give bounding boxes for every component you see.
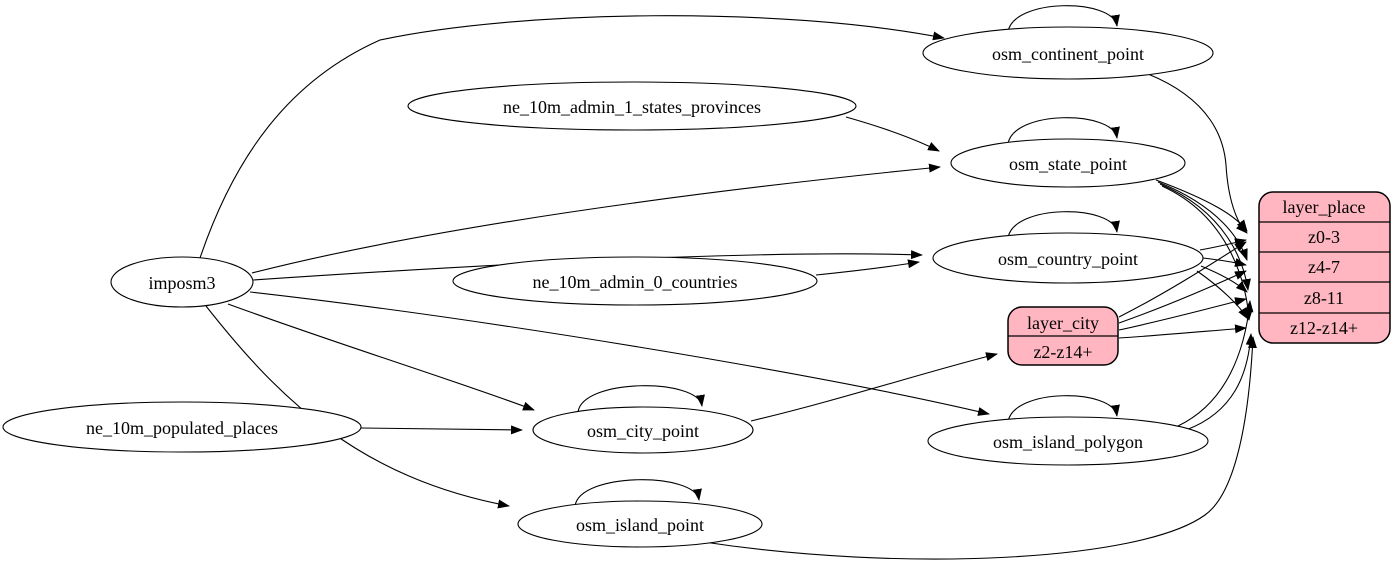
node-ne_10m_admin_1_states_provinces: ne_10m_admin_1_states_provinces [407,81,857,131]
edge-osm_continent_point-to-layer_place-z0-3 [1147,73,1248,234]
edge-layer_city-to-layer_place-z12-z14 [1118,324,1247,339]
edge-selfloop-osm_island_polygon [1007,395,1120,423]
edge-ne_10m_admin_0_countries-to-osm_country_point [815,259,920,276]
record-layer_place-row-z0-3: z0-3 [1308,227,1340,247]
record-layer_place: layer_place z0-3 z4-7 z8-11 z12-z14+ [1258,191,1391,344]
node-ne_10m_admin_0_countries: ne_10m_admin_0_countries [452,256,818,306]
edge-imposm3-to-osm_state_point [251,163,941,274]
node-osm_island_point-label: osm_island_point [576,515,704,535]
node-osm_island_point: osm_island_point [517,500,763,548]
edge-osm_state_point-to-layer_place-z4-7 [1157,181,1248,261]
node-ne_10m_admin_0_countries-shape [452,256,818,306]
node-osm_island_polygon-shape [927,416,1209,466]
edge-osm_country_point-to-layer_place-z4-7 [1202,257,1247,267]
node-osm_island_polygon: osm_island_polygon [927,416,1209,466]
node-osm_island_point-shape [517,500,763,548]
edge-osm_island_point-to-layer_place-z12-z14 [703,336,1257,560]
node-imposm3-label: imposm3 [148,273,215,293]
node-ne_10m_populated_places-shape [2,401,362,453]
node-osm_island_polygon-label: osm_island_polygon [993,432,1143,452]
edge-osm_city_point-to-layer_city-z2-z14 [750,352,998,422]
edge-osm_country_point-to-layer_place-z12-z14 [1196,270,1249,320]
node-osm_city_point-label: osm_city_point [587,421,699,441]
record-layer_place-shape [1258,191,1391,344]
edge-imposm3-to-osm_continent_point [199,15,945,259]
node-ne_10m_populated_places: ne_10m_populated_places [2,401,362,453]
node-osm_country_point: osm_country_point [932,232,1204,284]
record-layer_place-row-z12-z14: z12-z14+ [1290,318,1358,338]
node-ne_10m_admin_1_states_provinces-label: ne_10m_admin_1_states_provinces [503,97,761,117]
record-layer_city-row-z2-z14: z2-z14+ [1033,342,1092,362]
record-layer_place-row-z4-7: z4-7 [1308,257,1340,277]
edge-selfloop-osm_country_point [1007,211,1120,239]
node-osm_country_point-label: osm_country_point [998,249,1138,269]
edge-ne_10m_admin_1_states_provinces-to-osm_state_point [845,116,940,152]
node-osm_country_point-shape [932,232,1204,284]
node-ne_10m_admin_0_countries-label: ne_10m_admin_0_countries [533,272,738,292]
node-imposm3: imposm3 [110,256,254,308]
node-osm_state_point-shape [950,138,1186,188]
edge-layer_city-to-layer_place-z4-7 [1118,270,1247,324]
edge-ne_10m_populated_places-to-osm_city_point [360,425,523,435]
node-osm_continent_point: osm_continent_point [922,26,1214,80]
node-osm_continent_point-shape [922,26,1214,80]
record-layer_place-row-z8-11: z8-11 [1304,288,1344,308]
record-layer_city: layer_city z2-z14+ [1007,306,1119,366]
edge-osm_state_point-to-layer_place-z0-3 [1155,179,1248,232]
edge-layer_city-to-layer_place-z0-3 [1118,241,1247,318]
edge-selfloop-osm_state_point [1007,117,1120,145]
node-osm_state_point: osm_state_point [950,138,1186,188]
edge-selfloop-osm_continent_point [1007,5,1120,33]
edge-imposm3-to-osm_city_point [227,303,535,411]
edge-selfloop-osm_city_point [577,385,705,413]
edge-osm_country_point-to-layer_place-z0-3 [1199,238,1247,251]
edge-layer_city-to-layer_place-z8-11 [1118,297,1247,331]
node-imposm3-shape [110,256,254,308]
node-osm_continent_point-label: osm_continent_point [992,44,1144,64]
node-ne_10m_populated_places-label: ne_10m_populated_places [86,418,278,438]
node-osm_state_point-label: osm_state_point [1009,154,1127,174]
node-ne_10m_admin_1_states_provinces-shape [407,81,857,131]
edge-osm_island_polygon-to-layer_place-z8-11 [1177,300,1254,427]
node-osm_city_point: osm_city_point [532,406,754,454]
node-osm_city_point-shape [532,406,754,454]
edge-selfloop-osm_island_point [574,479,702,507]
record-layer_city-title: layer_city [1027,313,1099,333]
record-layer_place-title: layer_place [1283,197,1366,217]
edge-imposm3-to-osm_island_polygon [249,291,990,416]
